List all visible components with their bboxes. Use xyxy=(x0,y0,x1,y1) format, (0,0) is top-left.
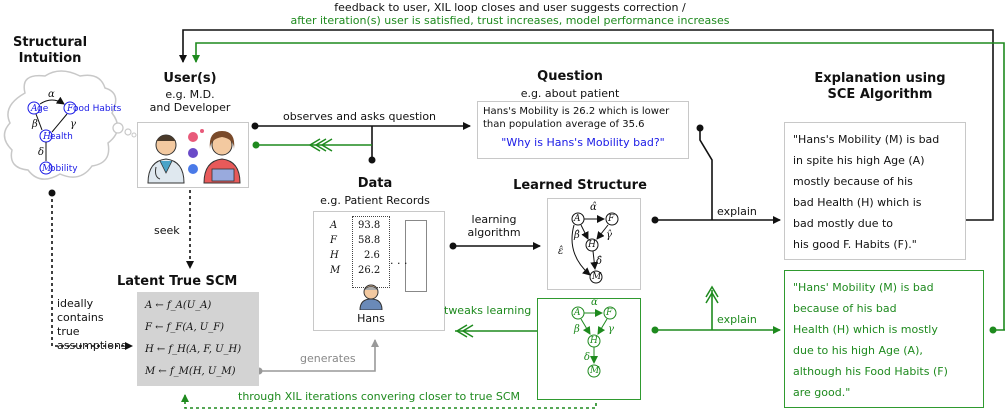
intuition-node-f: F xyxy=(67,104,74,114)
explanation-line: "Hans's Mobility (M) is bad xyxy=(793,133,940,146)
explanation-line: his good F. Habits (F)." xyxy=(793,238,917,251)
corrected-node-a: A xyxy=(574,308,581,318)
intuition-alpha: α xyxy=(48,89,55,100)
record-val-h: 2.6 xyxy=(364,250,380,261)
question-box: Hans's Mobility is 26.2 which is lower t… xyxy=(477,101,689,159)
data-box: A 93.8 F 58.8 H 2.6 M 26.2 . . . Hans xyxy=(313,211,445,331)
intuition-beta: β xyxy=(32,119,38,130)
explain-label-black: explain xyxy=(717,205,757,218)
intuition-label-m: obility xyxy=(50,164,78,174)
xil-iterations-label: through XIL iterations convering closer … xyxy=(238,390,520,403)
generates-label: generates xyxy=(300,352,356,365)
explanation-box: "Hans's Mobility (M) is bad in spite his… xyxy=(784,122,966,260)
scm-equation-a: A ← f_A(U_A) xyxy=(145,300,212,311)
explanation-line: mostly because of his xyxy=(793,175,913,188)
corrected-alpha: α xyxy=(591,297,598,308)
records-ellipsis: . . . xyxy=(390,254,408,267)
learned-gamma: γ̂ xyxy=(606,230,612,241)
generates-arrow xyxy=(259,339,379,372)
corrected-explanation-box: "Hans' Mobility (M) is bad because of hi… xyxy=(784,270,984,408)
corrected-gamma: γ xyxy=(608,324,614,335)
user-image-box xyxy=(137,122,249,188)
intuition-node-a: A xyxy=(31,104,38,114)
learned-alpha: α̂ xyxy=(590,202,597,213)
corrected-node-h: H xyxy=(590,336,598,346)
patient-avatar-icon xyxy=(359,284,383,310)
intuition-node-h: H xyxy=(43,132,51,142)
explanation-line: bad mostly due to xyxy=(793,217,894,230)
learned-node-m: M xyxy=(592,272,602,282)
learned-beta: β̂ xyxy=(574,230,580,241)
learned-node-f: F xyxy=(608,214,615,224)
corrected-beta: β xyxy=(574,324,580,335)
feedback-loop-black xyxy=(179,29,994,221)
record-var-h: H xyxy=(330,250,339,261)
record-val-a: 93.8 xyxy=(358,220,381,231)
user-subtitle: e.g. M.D. and Developer xyxy=(149,88,231,114)
learned-epsilon: ε̂ xyxy=(558,246,564,257)
explanation-title: Explanation using SCE Algorithm xyxy=(814,71,946,102)
record-var-m: M xyxy=(330,265,341,276)
learned-graph xyxy=(571,212,619,284)
question-title: Question xyxy=(537,69,603,84)
corrected-graph xyxy=(571,306,617,378)
users-illustration-icon xyxy=(147,129,241,184)
learned-structure-box: A F H M α̂ β̂ γ̂ δ̂ ε̂ xyxy=(547,198,641,290)
scm-equation-h: H ← f_H(A, F, U_H) xyxy=(145,344,242,355)
learned-structure-title: Learned Structure xyxy=(513,178,647,193)
record-val-f: 58.8 xyxy=(358,235,381,246)
corrected-explanation-line: due to his high Age (A), xyxy=(793,344,923,357)
feedback-text: feedback to user, XIL loop closes and us… xyxy=(250,1,770,27)
explain-label-green: explain xyxy=(717,313,757,326)
intuition-delta: δ xyxy=(38,147,45,158)
corrected-explanation-line: although his Food Habits (F) xyxy=(793,365,948,378)
explanation-line: bad Health (H) which is xyxy=(793,196,922,209)
structural-intuition-title: Structural Intuition xyxy=(12,35,88,66)
record-var-f: F xyxy=(330,235,337,246)
corrected-delta: δ xyxy=(584,352,591,363)
user-title: User(s) xyxy=(163,71,217,86)
observes-label: observes and asks question xyxy=(283,110,437,123)
corrected-explanation-line: are good." xyxy=(793,386,851,399)
question-subtitle: e.g. about patient xyxy=(520,87,620,100)
corrected-explanation-line: because of his bad xyxy=(793,302,897,315)
data-title: Data xyxy=(357,176,393,191)
question-text-2: than population average of 35.6 xyxy=(483,119,645,130)
question-text-1: Hans's Mobility is 26.2 which is lower xyxy=(483,106,670,117)
corrected-node-f: F xyxy=(606,308,613,318)
question-query: "Why is Hans's Mobility bad?" xyxy=(501,136,665,149)
data-subtitle: e.g. Patient Records xyxy=(320,194,430,207)
feedback-line-2: after iteration(s) user is satisfied, tr… xyxy=(290,14,730,27)
corrected-explanation-line: "Hans' Mobility (M) is bad xyxy=(793,281,934,294)
record-var-a: A xyxy=(330,220,338,231)
intuition-label-h: ealth xyxy=(50,132,73,142)
scm-title: Latent True SCM xyxy=(117,274,238,289)
record-val-m: 26.2 xyxy=(358,265,381,276)
feedback-line-1: feedback to user, XIL loop closes and us… xyxy=(334,1,686,14)
intuition-graph xyxy=(27,96,77,175)
more-records xyxy=(405,220,427,292)
intuition-label-f: ood Habits xyxy=(73,104,122,114)
intuition-label-a: ge xyxy=(37,104,49,114)
intuition-node-m: M xyxy=(42,164,52,174)
scm-equation-m: M ← f_M(H, U_M) xyxy=(145,366,236,377)
corrected-node-m: M xyxy=(590,366,600,376)
learned-node-a: A xyxy=(574,214,581,224)
learned-node-h: H xyxy=(588,240,596,250)
corrected-explanation-line: Health (H) which is mostly xyxy=(793,323,938,336)
scm-box: A ← f_A(U_A) F ← f_F(A, U_F) H ← f_H(A, … xyxy=(137,292,259,386)
patient-name: Hans xyxy=(357,312,385,325)
intuition-gamma: γ xyxy=(70,119,76,130)
learning-algorithm-label: learning algorithm xyxy=(467,213,521,239)
seek-label: seek xyxy=(154,224,180,237)
learned-delta: δ̂ xyxy=(596,256,603,267)
thought-cloud xyxy=(3,70,137,180)
explanation-line: in spite his high Age (A) xyxy=(793,154,925,167)
scm-equation-f: F ← f_F(A, U_F) xyxy=(145,322,225,333)
corrected-structure-box: A F H M α β γ δ xyxy=(537,297,641,400)
tweaks-learning-label: tweaks learning xyxy=(444,304,532,317)
ideally-contains-label: ideally contains true assumptions xyxy=(57,297,127,352)
